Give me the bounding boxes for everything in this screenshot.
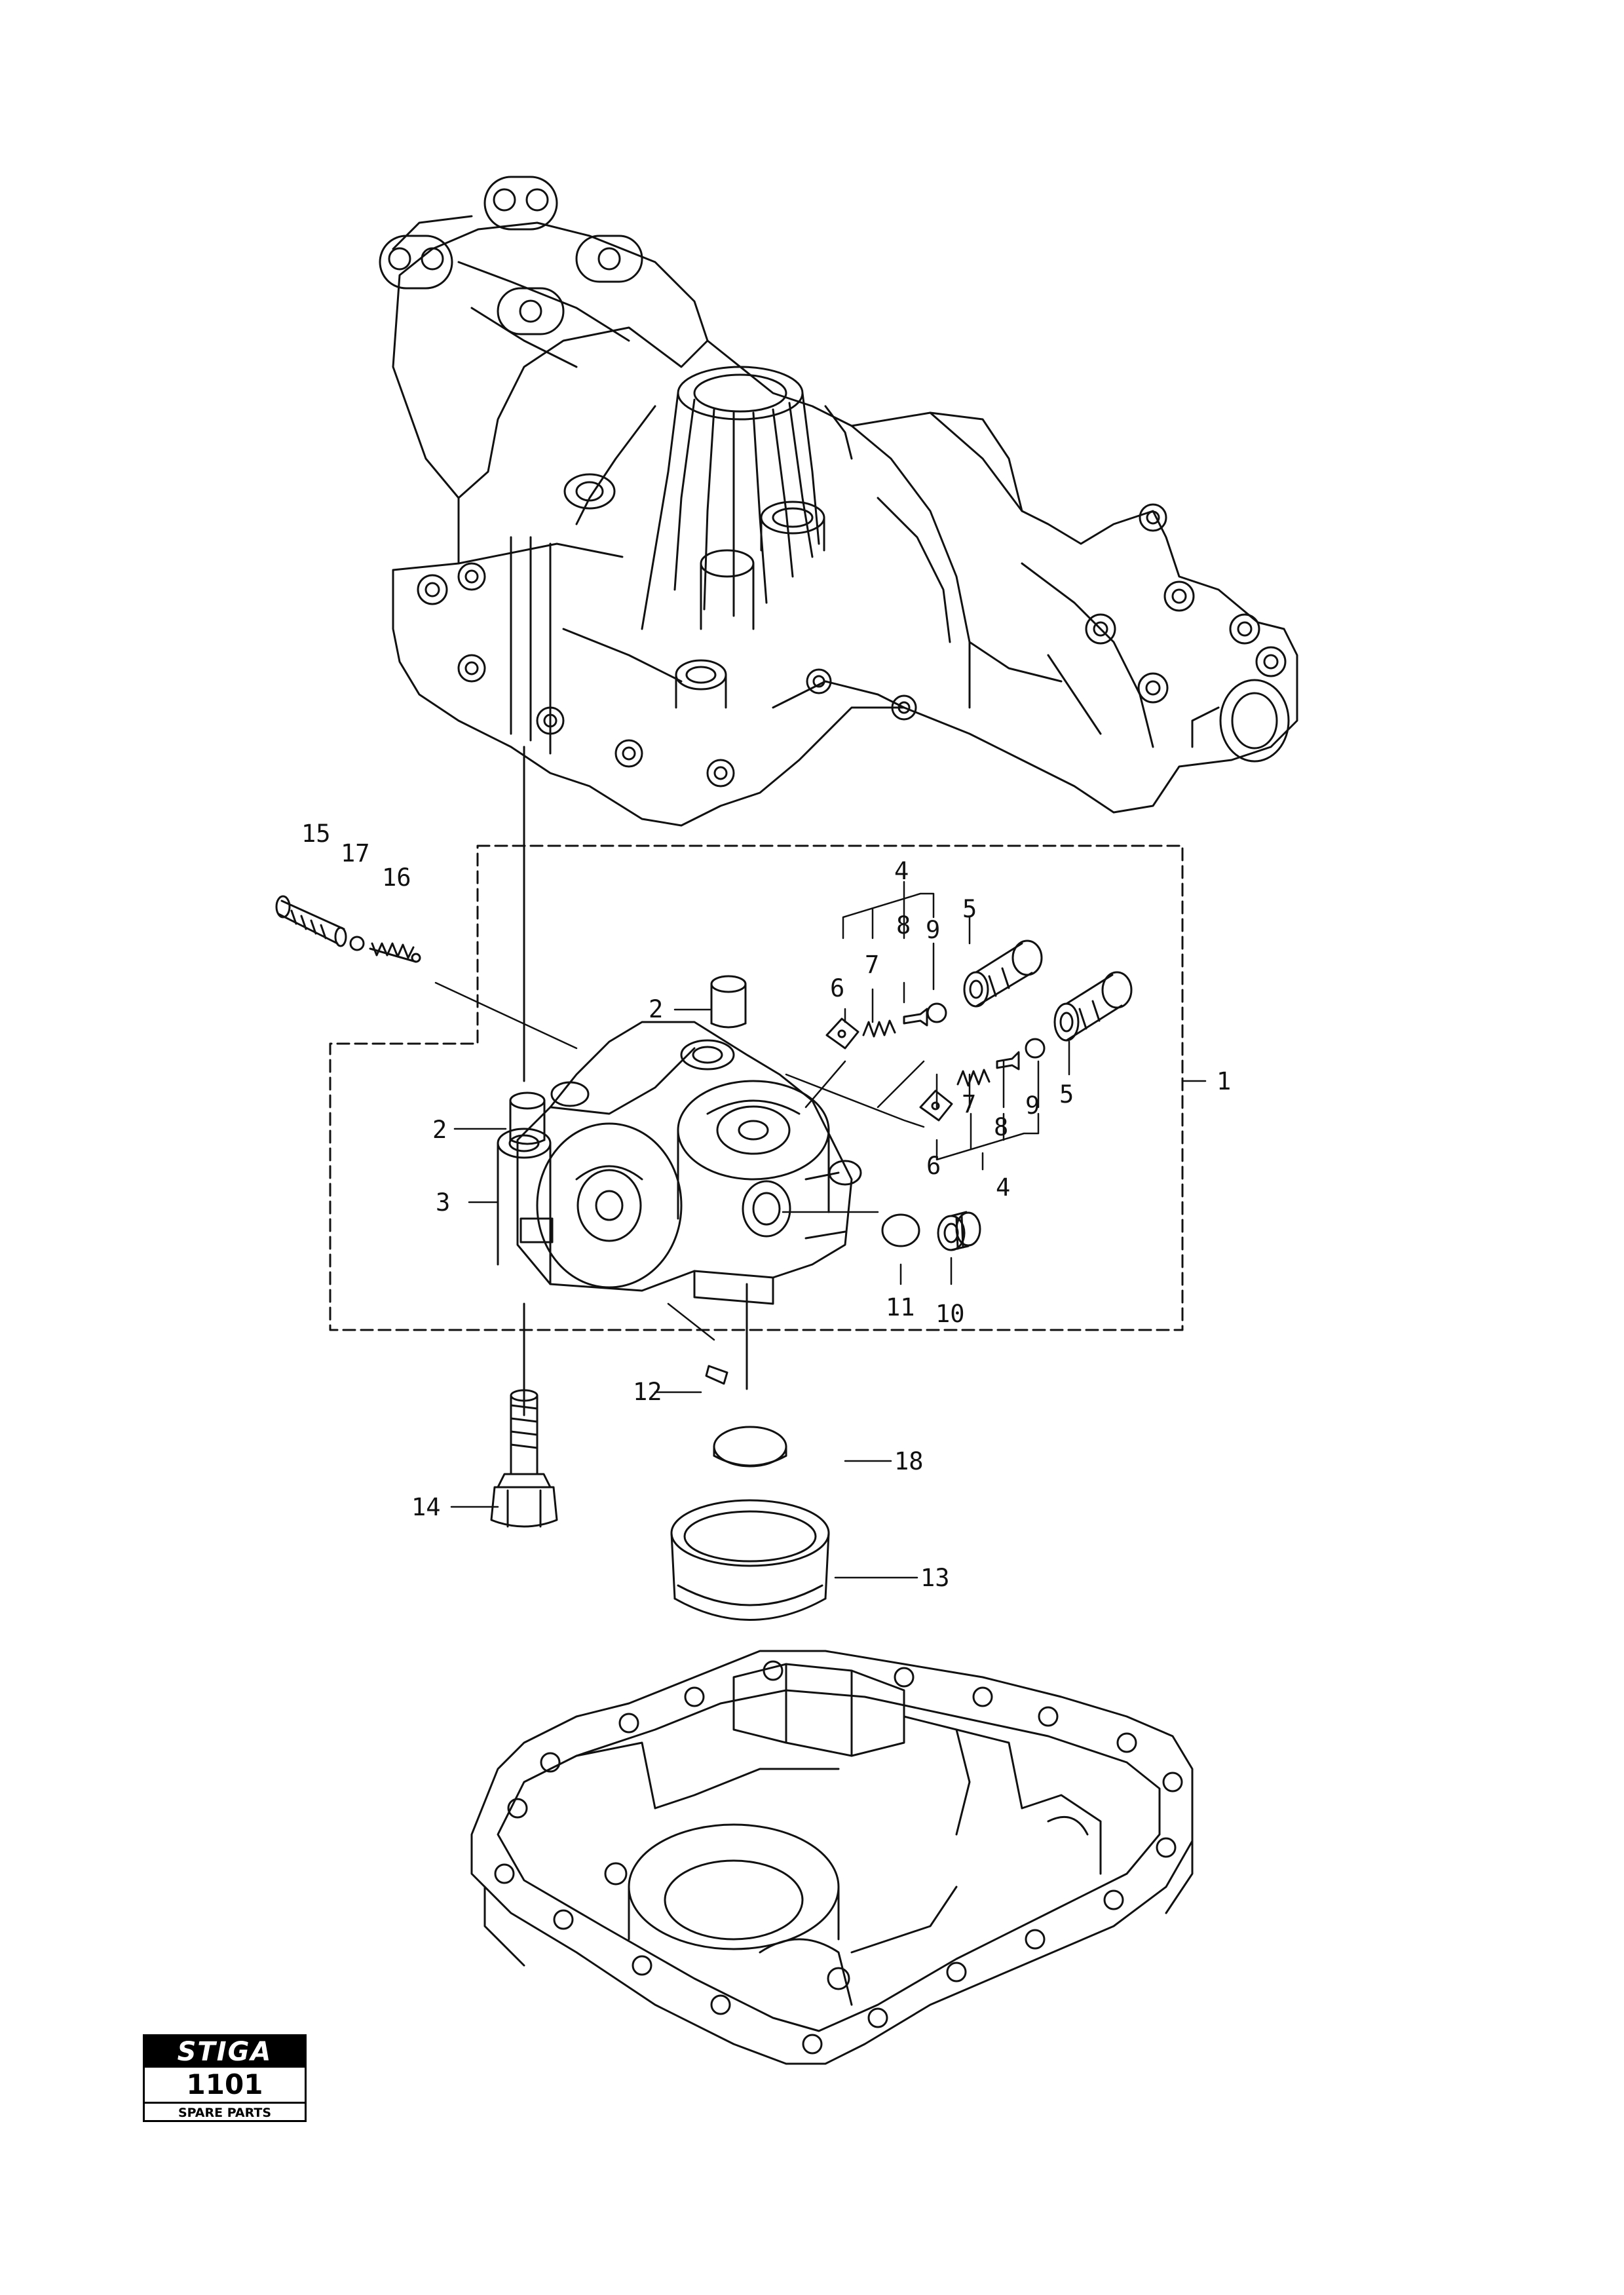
bushing-2-upper (710, 975, 747, 1029)
callout-17: 17 (341, 839, 370, 867)
callout-7-upper: 7 (865, 951, 879, 979)
spring-16 (369, 942, 421, 963)
poppet-8-lower (996, 1051, 1020, 1071)
pump-body (497, 1021, 862, 1305)
callout-12: 12 (633, 1378, 662, 1406)
spare-parts-caption: SPARE PARTS (178, 2106, 272, 2120)
stiga-logo: STIGA 1101 SPARE PARTS (143, 2034, 307, 2122)
callout-5-lower: 5 (1059, 1080, 1074, 1109)
callout-5-upper: 5 (962, 895, 977, 923)
callout-15: 15 (301, 820, 331, 848)
bushing-2-lower (509, 1091, 546, 1145)
callout-2-lower: 2 (432, 1116, 447, 1144)
callout-6-upper: 6 (830, 974, 844, 1002)
callout-4-upper: 4 (894, 857, 909, 885)
bolt-14 (490, 1389, 558, 1528)
callout-7-lower: 7 (962, 1090, 976, 1118)
model-number: 1101 (145, 2068, 305, 2104)
callout-8-upper: 8 (896, 911, 911, 939)
callout-18: 18 (894, 1447, 924, 1475)
callout-13: 13 (920, 1564, 950, 1592)
ball-9-lower (1025, 1038, 1046, 1059)
plug-15 (275, 895, 347, 947)
check-valve-5-upper (963, 939, 1043, 1008)
seal-ring-13 (670, 1499, 830, 1621)
lower-housing (470, 1650, 1194, 2065)
callout-8-lower: 8 (994, 1113, 1008, 1141)
assembly-boundary (329, 844, 1184, 1331)
fitting-10 (937, 1211, 981, 1251)
spring-7-lower (956, 1069, 991, 1087)
cap-18 (713, 1426, 787, 1468)
callout-1: 1 (1217, 1067, 1231, 1095)
callout-labels: 15 17 16 4 8 9 5 7 6 2 2 1 5 9 8 7 6 4 3… (301, 820, 1231, 1592)
callout-6-lower: 6 (926, 1152, 941, 1180)
upper-housing (379, 176, 1298, 827)
callout-3: 3 (436, 1188, 450, 1217)
callout-11: 11 (886, 1293, 915, 1321)
callout-2-upper: 2 (649, 995, 663, 1023)
poppet-8-upper (903, 1008, 928, 1027)
valve-seat-6-upper (825, 1017, 859, 1050)
callout-9-upper: 9 (926, 916, 940, 944)
brand-name: STIGA (145, 2036, 305, 2068)
o-ring-11 (881, 1213, 920, 1247)
pin-12 (705, 1365, 728, 1385)
spring-7-upper (862, 1019, 896, 1038)
ball-9-upper (926, 1002, 947, 1023)
valve-seat-6-lower (919, 1090, 953, 1122)
callout-16: 16 (382, 863, 411, 892)
callout-14: 14 (411, 1493, 441, 1521)
callout-10: 10 (935, 1300, 965, 1328)
callout-4-lower: 4 (996, 1173, 1010, 1202)
check-valve-5-lower (1053, 971, 1133, 1042)
leader-lines (434, 881, 1207, 1579)
ball-17 (349, 936, 365, 951)
alignment-lines (523, 746, 748, 1416)
callout-9-lower: 9 (1025, 1091, 1040, 1120)
